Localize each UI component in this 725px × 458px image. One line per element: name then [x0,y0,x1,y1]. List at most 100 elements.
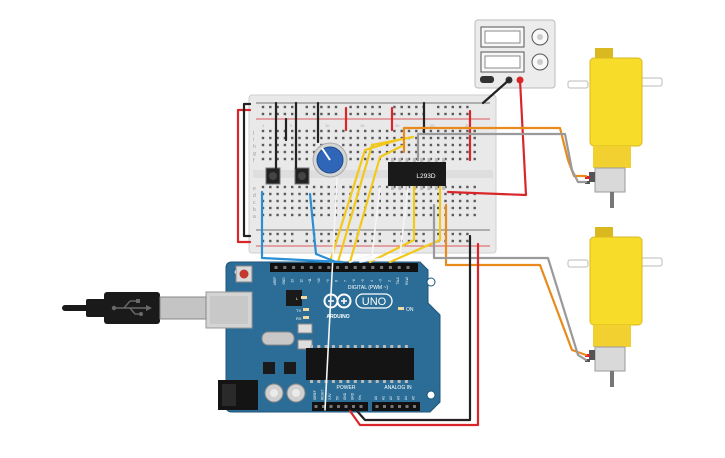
breadboard-hole[interactable] [305,206,308,210]
rail-hole[interactable] [466,239,469,243]
rail-hole[interactable] [451,112,454,116]
breadboard-hole[interactable] [261,185,265,189]
rail-hole[interactable] [466,105,469,109]
breadboard-hole[interactable] [291,129,294,133]
breadboard-hole[interactable] [466,129,469,133]
breadboard-hole[interactable] [298,185,301,189]
breadboard-hole[interactable] [407,192,411,196]
breadboard-hole[interactable] [291,199,294,203]
rail-hole[interactable] [283,112,287,116]
breadboard-hole[interactable] [327,129,330,133]
header-pin[interactable] [336,266,340,269]
breadboard-hole[interactable] [305,150,308,154]
breadboard-hole[interactable] [415,185,418,189]
breadboard-hole[interactable] [407,213,411,217]
rail-hole[interactable] [371,105,374,109]
wire-left-ground-rail[interactable] [242,102,252,238]
rail-hole[interactable] [407,112,411,116]
breadboard-hole[interactable] [364,199,367,203]
breadboard-hole[interactable] [283,192,287,196]
breadboard-hole[interactable] [305,129,308,133]
breadboard-hole[interactable] [371,136,374,140]
rail-hole[interactable] [291,232,294,236]
breadboard-hole[interactable] [451,157,454,161]
breadboard-hole[interactable] [415,157,418,161]
rail-hole[interactable] [371,112,374,116]
breadboard-hole[interactable] [327,136,330,140]
breadboard-hole[interactable] [269,199,272,203]
wire-signal-yellow-5[interactable] [368,185,416,264]
wire-signal-yellow-2[interactable] [328,138,400,264]
header-pin[interactable] [375,405,379,408]
rail-hole[interactable] [356,239,360,243]
wire-signal-yellow-3[interactable] [348,144,404,264]
breadboard-hole[interactable] [429,192,433,196]
rail-hole[interactable] [364,239,367,243]
breadboard-hole[interactable] [298,192,301,196]
breadboard-hole[interactable] [422,136,425,140]
breadboard-hole[interactable] [473,136,476,140]
breadboard-hole[interactable] [437,206,440,210]
breadboard-hole[interactable] [283,150,287,154]
breadboard-hole[interactable] [342,213,345,217]
rail-hole[interactable] [393,112,396,116]
breadboard-hole[interactable] [261,136,265,140]
breadboard-hole[interactable] [458,206,462,210]
rail-hole[interactable] [320,239,323,243]
wire-supply-positive[interactable] [446,78,528,197]
breadboard-hole[interactable] [429,213,433,217]
rail-hole[interactable] [283,232,287,236]
breadboard-hole[interactable] [422,157,425,161]
breadboard-hole[interactable] [276,192,279,196]
rail-hole[interactable] [458,239,462,243]
breadboard-hole[interactable] [444,192,447,196]
rail-hole[interactable] [261,105,265,109]
header-pin[interactable] [322,405,325,408]
breadboard-hole[interactable] [407,129,411,133]
breadboard-hole[interactable] [422,185,425,189]
header-pin[interactable] [327,266,331,269]
rail-hole[interactable] [451,105,454,109]
breadboard-hole[interactable] [458,136,462,140]
breadboard-hole[interactable] [422,213,425,217]
rail-hole[interactable] [378,239,381,243]
breadboard-hole[interactable] [437,192,440,196]
rail-hole[interactable] [283,105,287,109]
breadboard-hole[interactable] [356,136,360,140]
rail-hole[interactable] [269,232,272,236]
wire-signal-yellow-1[interactable] [336,135,415,264]
rail-hole[interactable] [437,232,440,236]
breadboard-hole[interactable] [429,199,433,203]
breadboard-hole[interactable] [458,157,462,161]
rail-hole[interactable] [283,239,287,243]
breadboard-hole[interactable] [364,185,367,189]
breadboard-hole[interactable] [400,199,403,203]
breadboard-hole[interactable] [415,129,418,133]
breadboard-hole[interactable] [466,185,469,189]
breadboard-hole[interactable] [415,206,418,210]
breadboard-hole[interactable] [444,136,447,140]
breadboard-hole[interactable] [283,143,287,147]
breadboard-hole[interactable] [400,206,403,210]
pushbutton-1[interactable] [265,167,281,185]
breadboard-hole[interactable] [334,129,338,133]
l293d-driver-chip[interactable]: L293D [388,158,446,190]
rail-hole[interactable] [458,232,462,236]
breadboard-hole[interactable] [429,129,433,133]
breadboard-hole[interactable] [276,136,279,140]
rail-hole[interactable] [312,105,316,109]
breadboard-hole[interactable] [385,143,389,147]
breadboard-hole[interactable] [444,129,447,133]
breadboard-hole[interactable] [473,206,476,210]
breadboard-hole[interactable] [305,157,308,161]
header-pin[interactable] [309,266,313,269]
rail-hole[interactable] [305,232,308,236]
breadboard-hole[interactable] [305,199,308,203]
breadboard-hole[interactable] [327,185,330,189]
breadboard-hole[interactable] [291,143,294,147]
rail-hole[interactable] [291,112,294,116]
breadboard-hole[interactable] [466,143,469,147]
rail-hole[interactable] [327,239,330,243]
breadboard-hole[interactable] [466,136,469,140]
breadboard-hole[interactable] [320,192,323,196]
